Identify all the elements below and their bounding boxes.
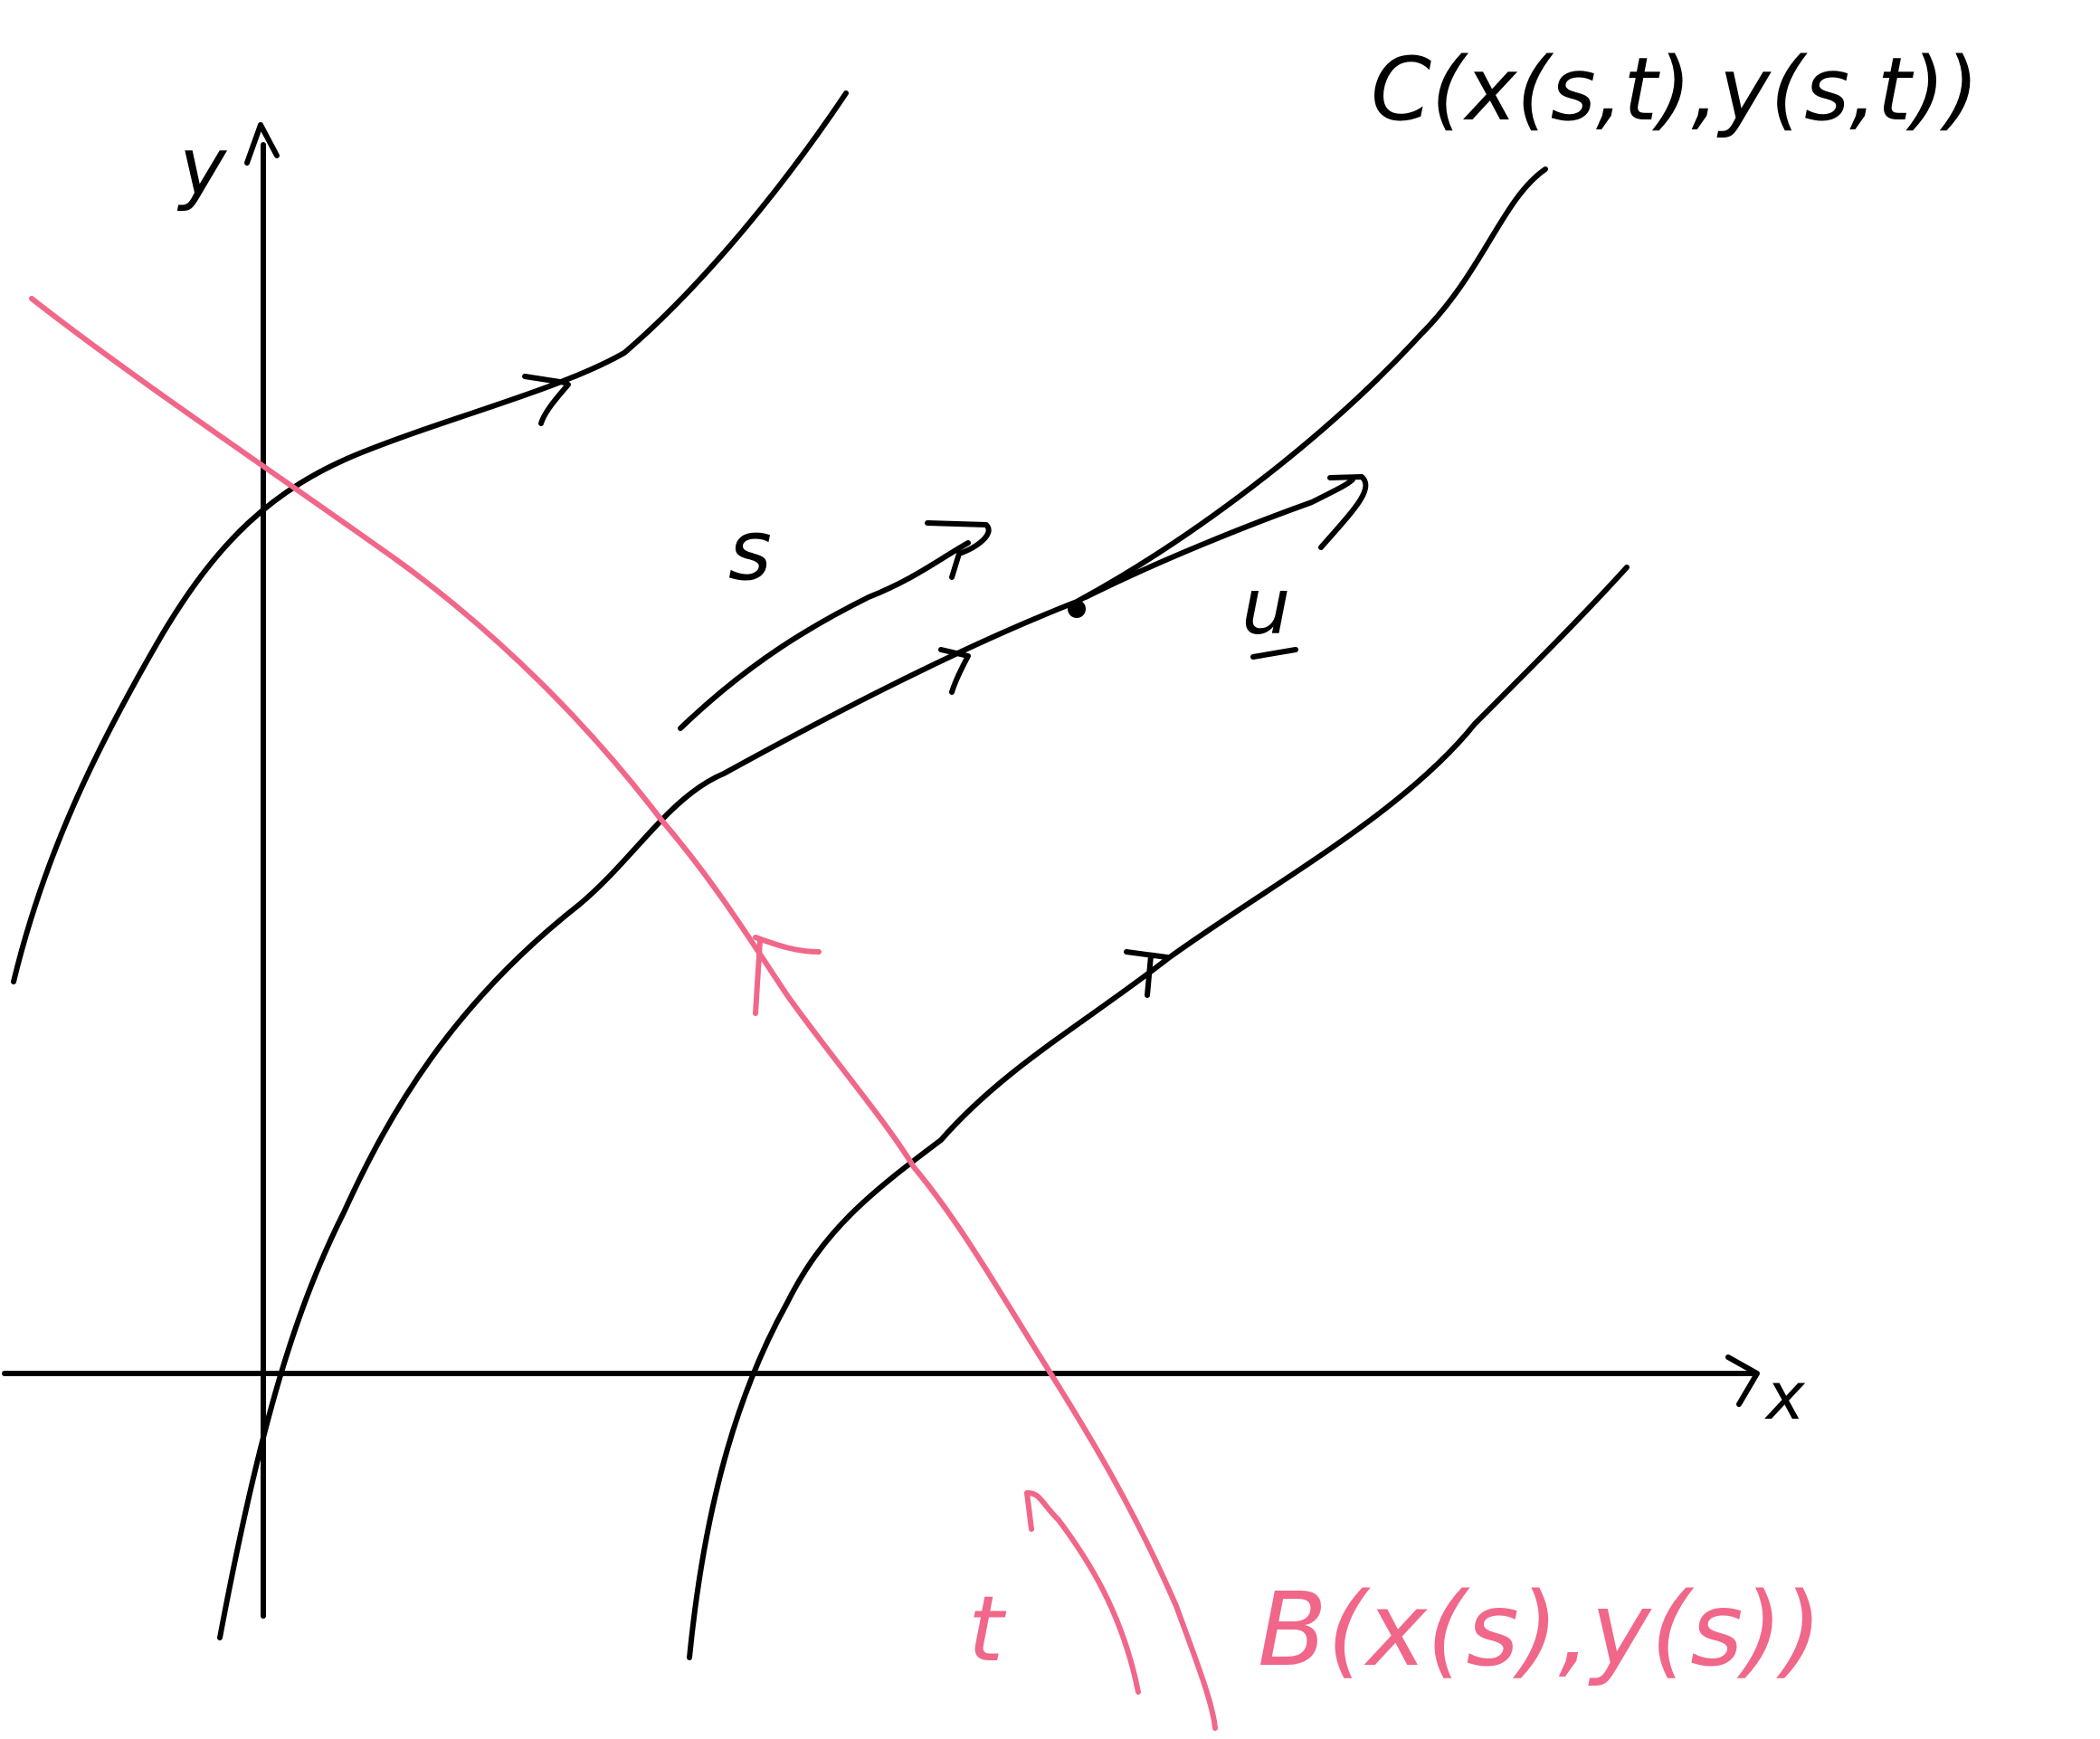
axes: x y [2, 120, 1806, 1619]
y-axis-arrowhead [244, 122, 280, 166]
s-arrow-shaft [678, 540, 971, 731]
t-direction-arrow [1024, 1490, 1141, 1695]
initial-curve-line [29, 296, 1218, 1731]
u-vector-underline [1250, 647, 1298, 660]
s-direction-arrow: s [678, 502, 992, 731]
s-label: s [728, 502, 772, 599]
velocity-vector: u [1068, 474, 1369, 660]
x-axis-arrowhead [1725, 1354, 1760, 1407]
u-vector-head [1318, 474, 1369, 550]
t-label: t [968, 1576, 1007, 1682]
arrowhead-curve-3 [1124, 949, 1170, 998]
characteristic-curves [11, 90, 1630, 1660]
u-vector-shaft [1083, 477, 1355, 600]
x-axis-label: x [1764, 1358, 1806, 1434]
direction-arrows [522, 374, 1170, 998]
characteristic-curve-3 [687, 565, 1630, 1660]
characteristic-label: C(x(s,t),y(s,t)) [1371, 39, 1979, 140]
initial-curve: t B(x(s),y(s)) [29, 296, 1822, 1731]
s-arrow-head [925, 520, 992, 580]
characteristic-curve-2 [217, 166, 1548, 1640]
arrowhead-curve-2 [938, 647, 971, 695]
initial-curve-label: B(x(s),y(s)) [1258, 1572, 1822, 1689]
point-on-curve [1068, 600, 1086, 618]
arrowhead-curve-1 [522, 374, 571, 426]
characteristic-curve-1 [11, 90, 849, 984]
u-label: u [1241, 562, 1291, 652]
y-axis-label: y [176, 120, 228, 214]
t-direction-arrowhead [753, 935, 822, 1016]
